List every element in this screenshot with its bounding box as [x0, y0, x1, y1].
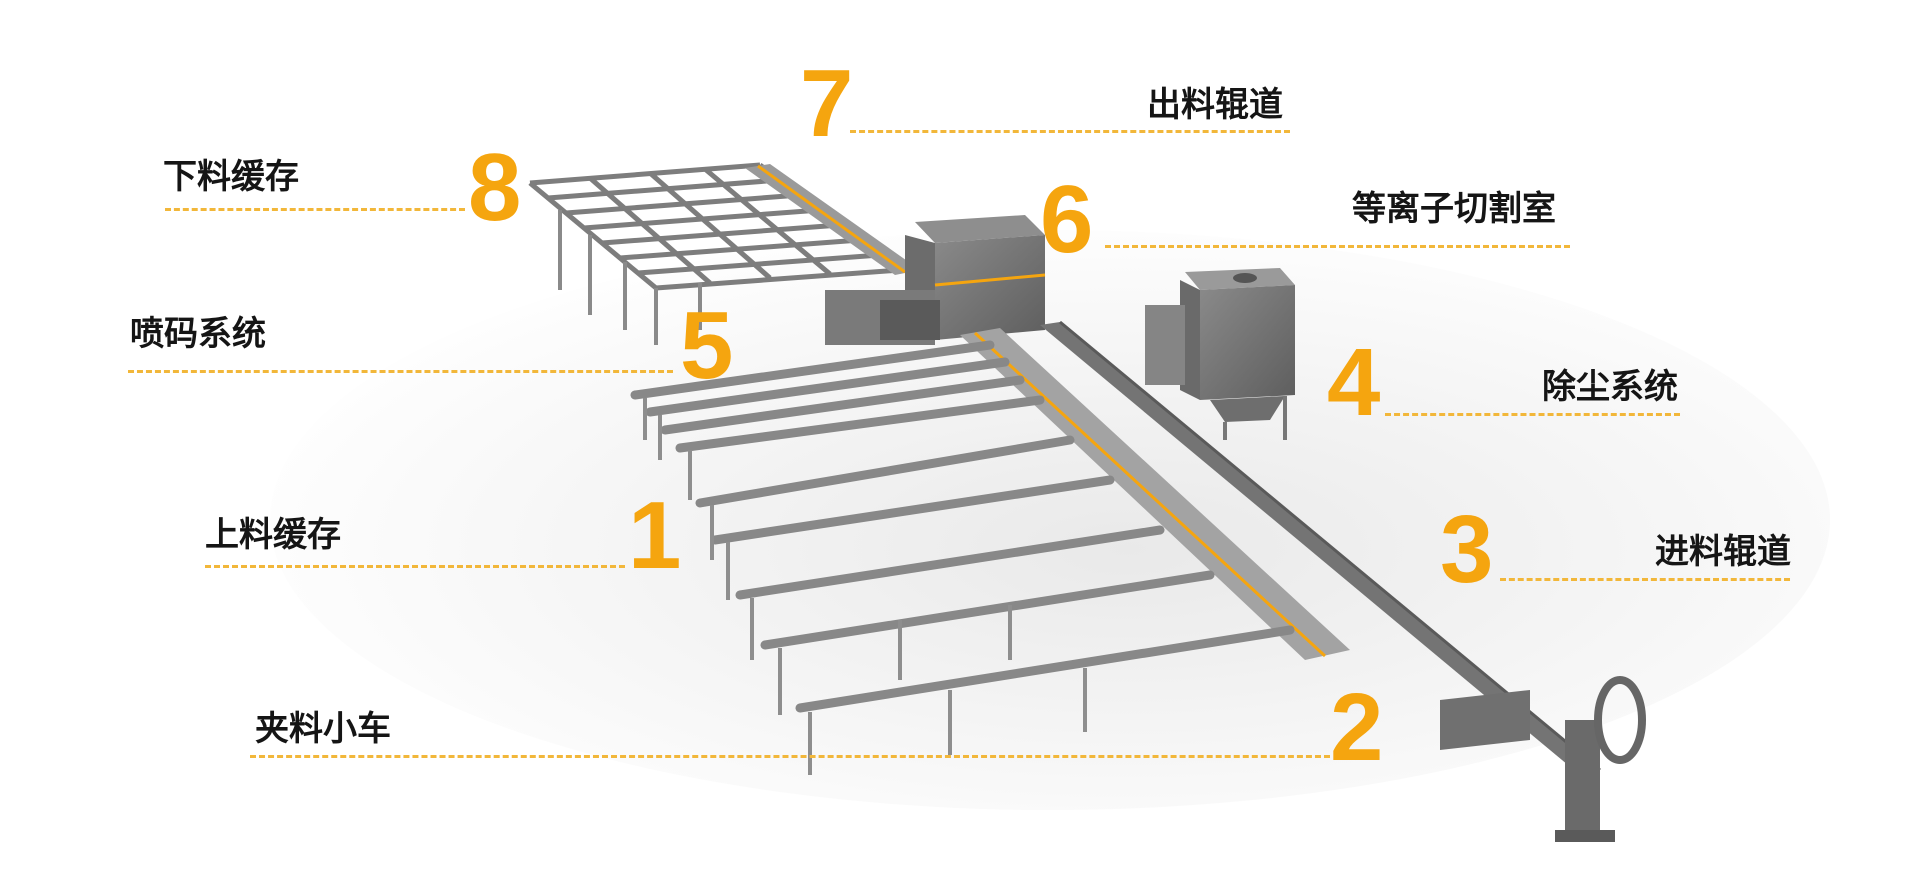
callout-label-2: 夹料小车: [255, 709, 391, 749]
input-buffer-beams: [630, 340, 1295, 713]
callout-line-2: [250, 755, 1330, 758]
callout-number-4: 4: [1327, 329, 1381, 436]
callout-number-1: 1: [628, 482, 682, 589]
callout-label-4: 除尘系统: [1542, 367, 1678, 407]
callout-label-6: 等离子切割室: [1352, 189, 1556, 229]
plasma-chamber-top: [915, 215, 1045, 243]
dust-collector-body: [1200, 285, 1295, 400]
callout-number-6: 6: [1040, 166, 1094, 273]
callout-label-7: 出料辊道: [1147, 85, 1283, 125]
callout-line-6: [1105, 245, 1570, 248]
output-buffer-legs: [558, 210, 702, 345]
callout-line-7: [850, 130, 1290, 133]
trolley-carriage: [1440, 690, 1530, 750]
input-buffer-legs: [643, 398, 1087, 775]
callout-label-8: 下料缓存: [163, 157, 299, 197]
trolley-track: [1040, 322, 1600, 775]
callout-line-4: [1385, 413, 1680, 416]
callout-line-8: [165, 208, 465, 211]
callout-line-1: [205, 565, 625, 568]
callout-label-3: 进料辊道: [1655, 532, 1791, 572]
track-end-post: [1565, 720, 1600, 840]
callout-number-3: 3: [1440, 496, 1494, 603]
plasma-chamber-front: [935, 235, 1045, 340]
callout-label-5: 喷码系统: [130, 314, 266, 354]
floor-shadow: [270, 230, 1830, 810]
callout-number-5: 5: [680, 292, 734, 399]
callout-number-7: 7: [800, 50, 854, 157]
callout-label-1: 上料缓存: [205, 515, 341, 555]
callout-number-8: 8: [468, 134, 522, 241]
callout-line-3: [1500, 578, 1790, 581]
callout-line-5: [128, 370, 673, 373]
callout-number-2: 2: [1330, 674, 1384, 781]
